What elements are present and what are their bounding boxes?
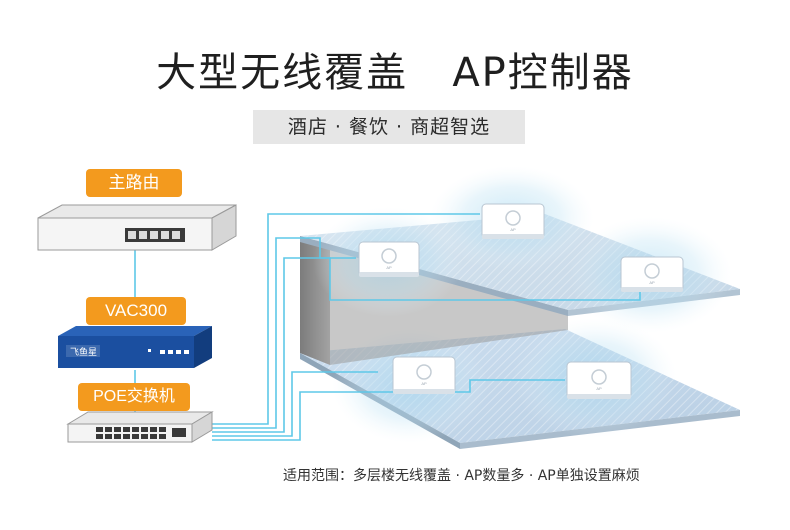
cable-lower-ap2: [212, 379, 565, 441]
cables: [134, 213, 641, 441]
main-router: [37, 204, 237, 251]
upper-coverage: [313, 166, 732, 333]
access-point: AP: [481, 203, 545, 239]
access-point: AP: [358, 241, 420, 277]
access-point: AP: [566, 361, 632, 399]
controller-brand-text: 飞鱼星: [70, 346, 97, 357]
ap-label: AP: [421, 381, 427, 386]
ap-label: AP: [386, 265, 392, 270]
cable-upper-ap3: [212, 257, 641, 433]
ap-label: AP: [596, 386, 602, 391]
poe-switch: [66, 411, 214, 443]
vac300-controller: 飞鱼星: [58, 326, 212, 368]
access-point: AP: [620, 256, 684, 292]
usage-caption: 适用范围：多层楼无线覆盖 · AP数量多 · AP单独设置麻烦: [283, 468, 640, 484]
switch-label: POE交换机: [78, 383, 190, 411]
controller-label: VAC300: [86, 297, 186, 325]
router-label: 主路由: [86, 169, 182, 197]
ap-label: AP: [649, 280, 655, 285]
cable-lower-ap1: [212, 371, 378, 437]
cable-upper-ap1: [212, 213, 480, 425]
access-point: AP: [392, 356, 456, 394]
page-title: 大型无线覆盖 AP控制器: [156, 50, 634, 96]
ap-label: AP: [510, 227, 516, 232]
subtitle-banner: 酒店 · 餐饮 · 商超智选: [253, 110, 525, 144]
